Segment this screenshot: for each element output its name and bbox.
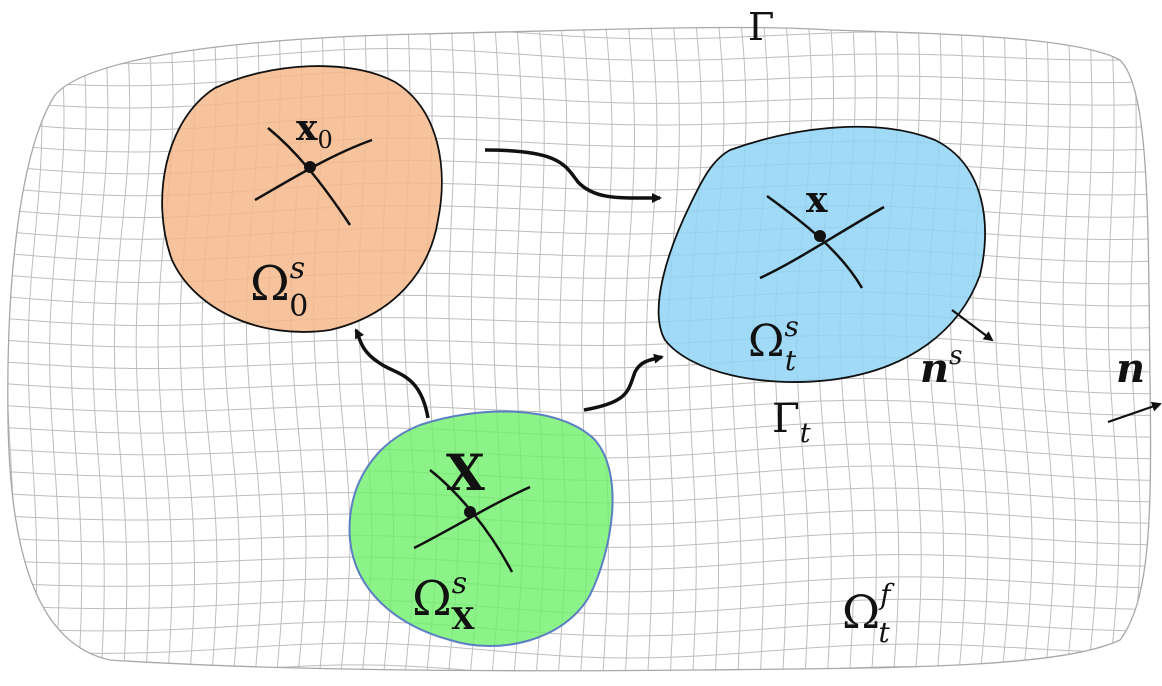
mesh-line-horizontal <box>7 642 1151 659</box>
mesh-line-horizontal <box>7 399 1151 416</box>
reference-point <box>304 161 316 173</box>
current-fiber-1 <box>759 205 885 280</box>
material-point <box>464 506 476 518</box>
mesh-line-vertical <box>113 27 131 671</box>
label-omega-0-sup: s <box>290 251 305 286</box>
mesh-line-horizontal <box>7 621 1151 637</box>
mesh-line-vertical <box>1107 27 1120 671</box>
mesh-line-vertical <box>92 27 109 671</box>
label-gamma-t: Γt <box>772 396 811 449</box>
label-x0: x0 <box>296 107 333 154</box>
label-normal-s-main: n <box>920 345 949 392</box>
arrow-material-to-reference <box>354 328 430 419</box>
mesh-line-horizontal <box>7 92 1151 109</box>
mesh-line-vertical <box>1017 27 1033 671</box>
label-x0-main: x <box>296 107 318 149</box>
label-omega-0-main: Ω <box>250 256 290 312</box>
label-omega-t-sup: s <box>784 310 798 343</box>
mapping-arrows <box>354 148 664 419</box>
label-omega-X-sup: s <box>452 566 467 601</box>
arrow-material-to-current <box>583 353 664 412</box>
outer-normal-arrow <box>1107 401 1162 424</box>
mesh-line-horizontal <box>7 313 1151 329</box>
label-omega-X-main: Ω <box>412 571 452 627</box>
label-gamma-t-main: Γ <box>772 396 800 442</box>
mesh-line-vertical <box>1085 27 1098 671</box>
label-omega-t-main: Ω <box>748 316 784 367</box>
mesh-line-vertical <box>1062 27 1077 671</box>
mesh-line-vertical <box>1151 0 1162 686</box>
mesh-line-horizontal <box>0 4 1162 19</box>
current-point <box>814 230 826 242</box>
mesh-line-vertical <box>135 27 152 671</box>
mesh-line-vertical <box>1040 27 1055 671</box>
arrow-reference-to-current <box>484 148 662 204</box>
mesh-line-horizontal <box>7 334 1151 351</box>
material-body <box>348 410 614 647</box>
mesh-line-vertical <box>601 27 613 671</box>
label-normal: n <box>1116 345 1145 392</box>
label-omega-t-sub: t <box>785 344 797 377</box>
mesh-line-vertical <box>49 27 65 671</box>
label-omega-f-sub: t <box>879 616 891 649</box>
mesh-line-vertical <box>623 27 635 671</box>
current-body <box>657 125 986 383</box>
label-omega-f-main: Ω <box>842 585 880 639</box>
reference-configuration <box>161 65 443 333</box>
mesh-line-horizontal <box>7 378 1151 395</box>
label-normal-s: ns <box>920 341 962 392</box>
label-gamma: Γ <box>748 5 774 49</box>
mesh-line-vertical <box>70 27 87 671</box>
label-omega-0-sub: 0 <box>289 289 308 324</box>
label-omega-X-sub: X <box>451 602 475 637</box>
label-X: X <box>446 443 485 502</box>
mesh-line-vertical <box>157 27 174 671</box>
mesh-line-horizontal <box>7 598 1151 615</box>
mesh-line-vertical <box>645 27 658 671</box>
fluid-boundary <box>7 26 1152 672</box>
label-x0-sub: 0 <box>317 126 332 154</box>
label-gamma-t-sub: t <box>800 418 811 449</box>
mesh-line-horizontal <box>7 356 1151 373</box>
mesh-line-horizontal <box>7 70 1151 87</box>
label-x: x <box>806 179 828 221</box>
mesh-line-horizontal <box>7 47 1151 65</box>
mesh-line-vertical <box>994 27 1011 671</box>
material-configuration <box>348 410 614 647</box>
label-normal-s-sup: s <box>949 341 962 371</box>
mesh-line-vertical <box>972 27 989 671</box>
surface-normal-arrow <box>951 309 994 342</box>
mesh-line-vertical <box>1129 27 1141 671</box>
current-configuration <box>657 125 994 383</box>
mesh-line-vertical <box>950 27 967 671</box>
reference-body <box>161 65 443 333</box>
